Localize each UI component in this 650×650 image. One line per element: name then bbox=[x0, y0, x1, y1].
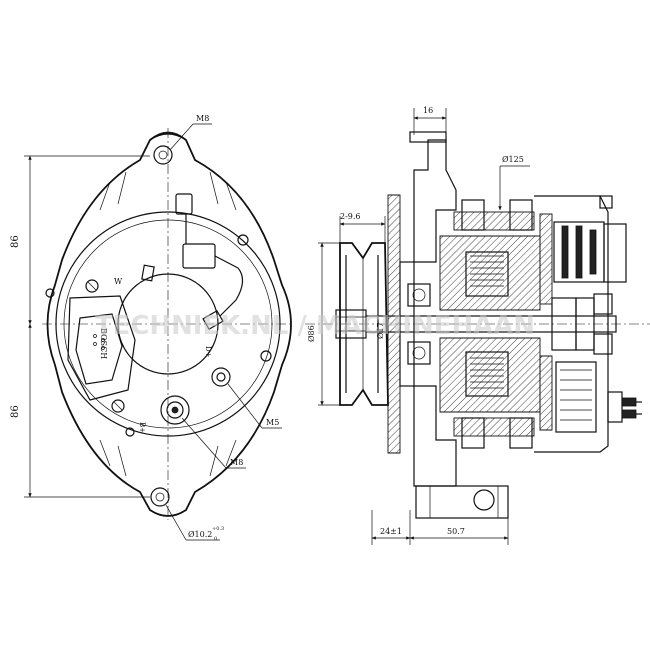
cooling-ribs-top bbox=[99, 171, 237, 211]
rear-bolt-top bbox=[599, 195, 613, 209]
regulator-plate bbox=[75, 313, 123, 385]
rotor-lower bbox=[439, 337, 541, 413]
regulator-screw-bottom bbox=[111, 399, 125, 413]
dim-diameter-86: Ø86 bbox=[307, 325, 316, 342]
capacitor-lead bbox=[219, 267, 244, 317]
slip-ring-end-housing bbox=[534, 195, 609, 453]
slip-ring-2 bbox=[575, 297, 595, 351]
regulator-housing bbox=[67, 295, 136, 401]
terminal-d-plus-label: D+ bbox=[204, 346, 212, 358]
front-inner-ring-2 bbox=[63, 219, 273, 429]
label-hole-tol-lower: 0 bbox=[214, 536, 217, 542]
regulator-screw-top bbox=[85, 279, 99, 293]
fan-hub bbox=[399, 261, 415, 387]
stator-winding-bottom-right bbox=[509, 417, 533, 449]
rotor-upper bbox=[439, 235, 541, 311]
right-bolt-hole bbox=[260, 350, 272, 362]
capacitor-body bbox=[182, 243, 216, 269]
terminal-w-label: W bbox=[114, 277, 123, 286]
terminal-w bbox=[141, 264, 155, 282]
regulator-block bbox=[539, 213, 553, 305]
brush-2 bbox=[575, 225, 583, 279]
top-mount-lug bbox=[409, 131, 447, 143]
b-plus-nut-2 bbox=[621, 409, 637, 419]
terminal-plug bbox=[202, 309, 224, 331]
dim-16: 16 bbox=[423, 106, 433, 115]
front-view: BOSCH W D+ B+ 86 86 M8 bbox=[10, 114, 292, 542]
stator-winding-bottom-left bbox=[461, 417, 485, 449]
watermark: TECHNIEK.NL / MACHINEHAAN bbox=[95, 311, 535, 341]
upper-right-bolt-hole bbox=[237, 234, 249, 246]
brand-text: BOSCH bbox=[99, 328, 108, 359]
stator-core-top bbox=[453, 211, 535, 231]
top-mounting-hole-inner bbox=[158, 150, 168, 160]
stator-winding-top-left bbox=[461, 199, 485, 231]
d-plus-terminal bbox=[211, 367, 231, 387]
left-bolt-hole bbox=[45, 288, 55, 298]
rear-bearing-bottom bbox=[593, 333, 613, 355]
dim-bottom-height: 86 bbox=[10, 405, 21, 418]
label-m8-top: M8 bbox=[196, 114, 209, 123]
dim-50-7: 50.7 bbox=[447, 527, 465, 536]
upper-terminal bbox=[175, 193, 193, 215]
top-mounting-hole bbox=[153, 145, 173, 165]
stator-core-bottom bbox=[453, 417, 535, 437]
bottom-mount-bore bbox=[473, 489, 495, 511]
field-coil-top bbox=[465, 251, 509, 297]
drive-end-housing bbox=[413, 139, 457, 263]
regulator-cap bbox=[603, 223, 627, 283]
rectifier-diodes bbox=[555, 361, 597, 433]
bottom-mounting-hole-inner bbox=[155, 492, 165, 502]
dim-24: 24±1 bbox=[380, 527, 402, 536]
b-plus-stud-base bbox=[607, 391, 623, 423]
label-hole-tol-upper: +0.3 bbox=[212, 526, 224, 532]
dim-diameter-17: Ø17 bbox=[376, 322, 385, 339]
terminal-b-plus-label: B+ bbox=[138, 422, 146, 433]
top-mounting-ear bbox=[139, 133, 196, 161]
label-hole-diameter: Ø10.2 bbox=[188, 530, 212, 539]
field-coil-bottom bbox=[465, 351, 509, 397]
drive-end-housing-bottom bbox=[413, 385, 457, 487]
rear-bearing-top bbox=[593, 293, 613, 315]
rectifier-plate bbox=[539, 355, 553, 431]
front-bearing-bottom bbox=[407, 341, 431, 365]
brush-3 bbox=[589, 229, 597, 275]
b-plus-nut-1 bbox=[621, 397, 637, 407]
front-housing-outline bbox=[46, 131, 292, 517]
front-bearing-top bbox=[407, 283, 431, 307]
dim-top-height: 86 bbox=[10, 235, 21, 248]
brush-1 bbox=[561, 225, 569, 279]
label-m5: M5 bbox=[266, 418, 279, 427]
dim-groove: 2-9.6 bbox=[340, 212, 361, 221]
label-m8-bottom: M8 bbox=[230, 458, 243, 467]
cooling-ribs-bottom bbox=[99, 439, 237, 477]
stator-winding-top-right bbox=[509, 199, 533, 231]
lower-left-bolt-hole bbox=[125, 427, 135, 437]
bottom-mounting-hole bbox=[150, 487, 170, 507]
front-inner-ring bbox=[55, 211, 281, 437]
dim-diameter-125: Ø125 bbox=[502, 155, 524, 164]
rotor-shaft bbox=[365, 315, 617, 333]
side-view: 16 Ø125 2-9.6 Ø86 Ø17 24±1 50.7 bbox=[305, 106, 650, 545]
bottom-mount-foot bbox=[415, 485, 509, 519]
b-plus-terminal bbox=[160, 395, 190, 425]
fan-blades bbox=[387, 194, 401, 454]
